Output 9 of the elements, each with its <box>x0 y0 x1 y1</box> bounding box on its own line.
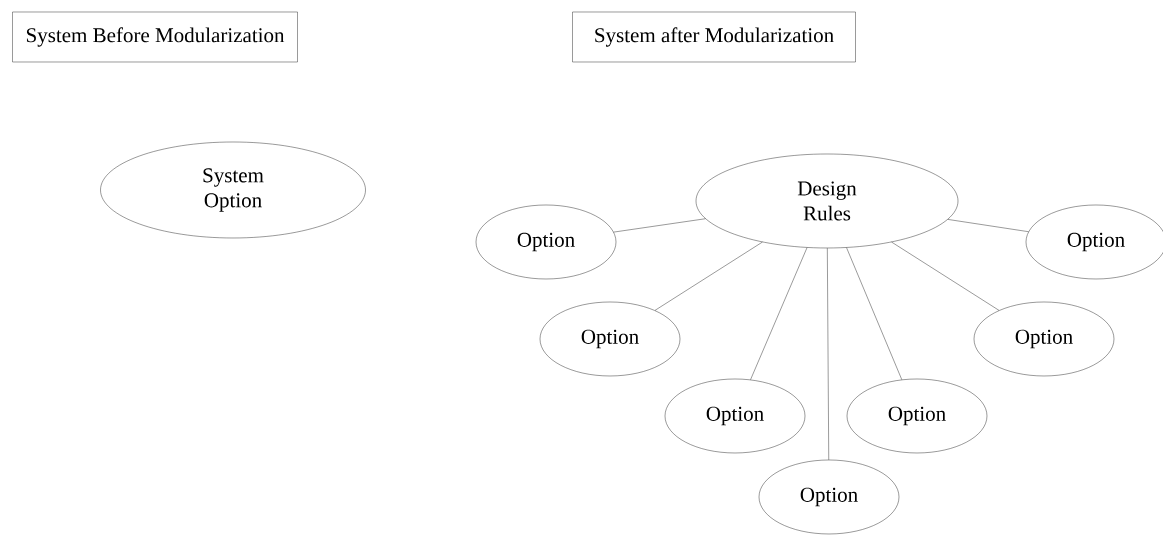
connector-line <box>654 241 763 311</box>
connector-line <box>613 218 706 233</box>
connector-line <box>891 241 1000 311</box>
title-box: System Before Modularization <box>12 11 298 63</box>
connector-line <box>947 219 1029 232</box>
connector-line <box>750 247 808 380</box>
connector-line <box>827 248 829 460</box>
connector-line <box>846 247 902 380</box>
title-box: System after Modularization <box>572 11 856 63</box>
